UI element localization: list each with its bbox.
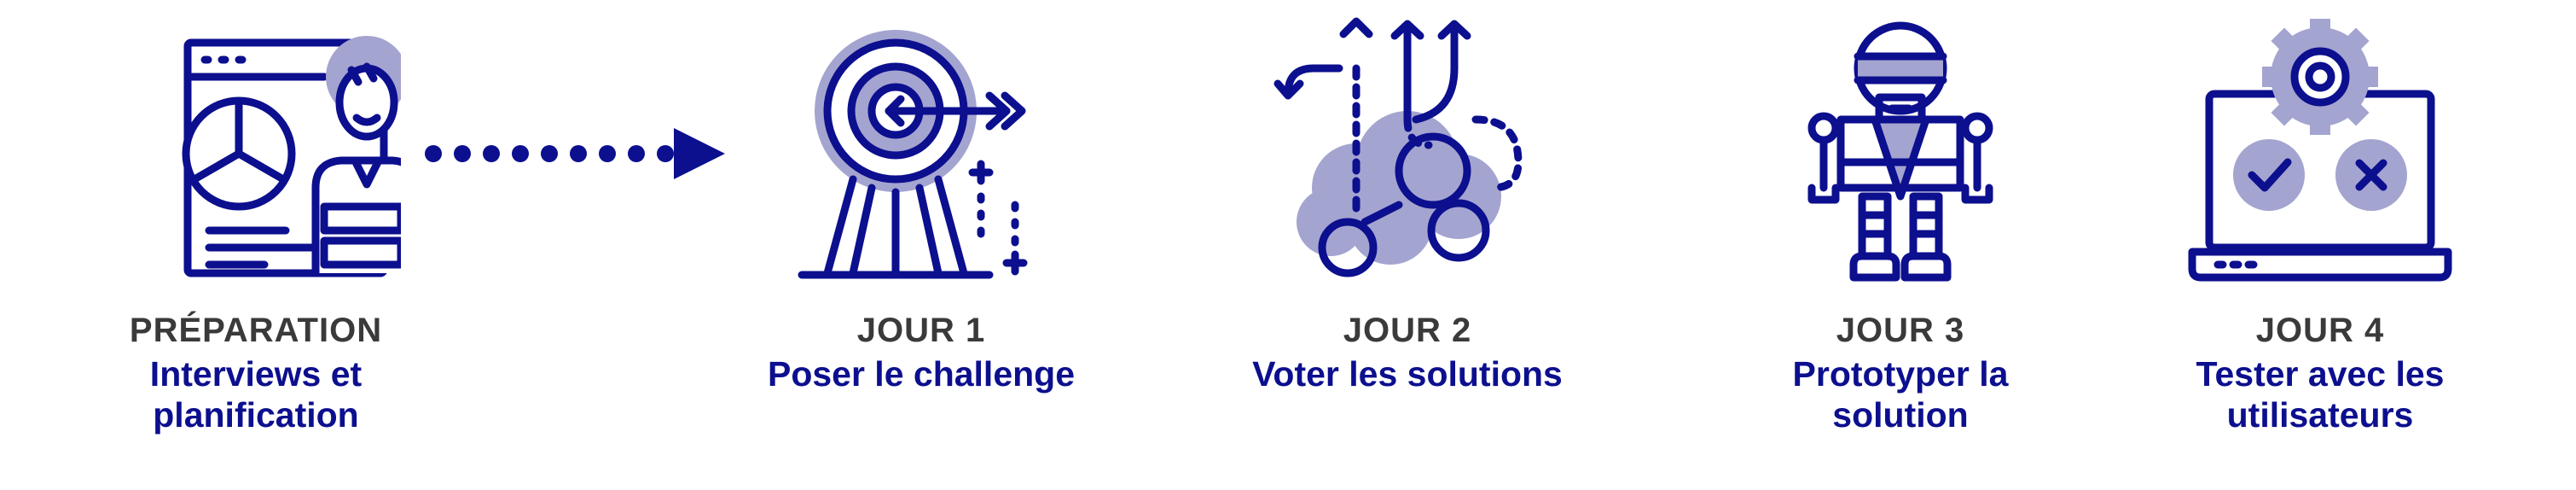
step-label: JOUR 4 Tester avec les utilisateurs	[2081, 309, 2559, 435]
step-title: Tester avec les utilisateurs	[2196, 354, 2445, 435]
step-title: Interviews et planification	[149, 354, 363, 435]
step-title: Voter les solutions	[1252, 354, 1563, 394]
step-label: PRÉPARATION Interviews et planification	[17, 309, 495, 435]
step-jour-2: JOUR 2 Voter les solutions	[1169, 0, 1646, 490]
step-jour-1: JOUR 1 Poser le challenge	[682, 0, 1160, 490]
step-jour-4: JOUR 4 Tester avec les utilisateurs	[2081, 0, 2559, 490]
laptop-gear-icon	[2081, 17, 2559, 290]
step-heading: JOUR 1	[856, 312, 986, 349]
step-heading: JOUR 2	[1343, 312, 1472, 349]
step-heading: JOUR 3	[1836, 312, 1965, 349]
step-heading: JOUR 4	[2255, 312, 2385, 349]
step-preparation: PRÉPARATION Interviews et planification	[17, 0, 495, 490]
brain-ideas-icon	[1169, 17, 1646, 290]
step-heading: PRÉPARATION	[129, 312, 383, 349]
step-title: Poser le challenge	[767, 354, 1076, 394]
dotted-arrow-icon	[425, 128, 725, 179]
presentation-icon	[17, 17, 495, 290]
robot-icon	[1662, 17, 2139, 290]
step-jour-3: JOUR 3 Prototyper la solution	[1662, 0, 2139, 490]
step-label: JOUR 2 Voter les solutions	[1169, 309, 1646, 394]
step-title: Prototyper la solution	[1792, 354, 2009, 435]
step-label: JOUR 3 Prototyper la solution	[1662, 309, 2139, 435]
target-icon	[682, 17, 1160, 290]
step-label: JOUR 1 Poser le challenge	[682, 309, 1160, 394]
